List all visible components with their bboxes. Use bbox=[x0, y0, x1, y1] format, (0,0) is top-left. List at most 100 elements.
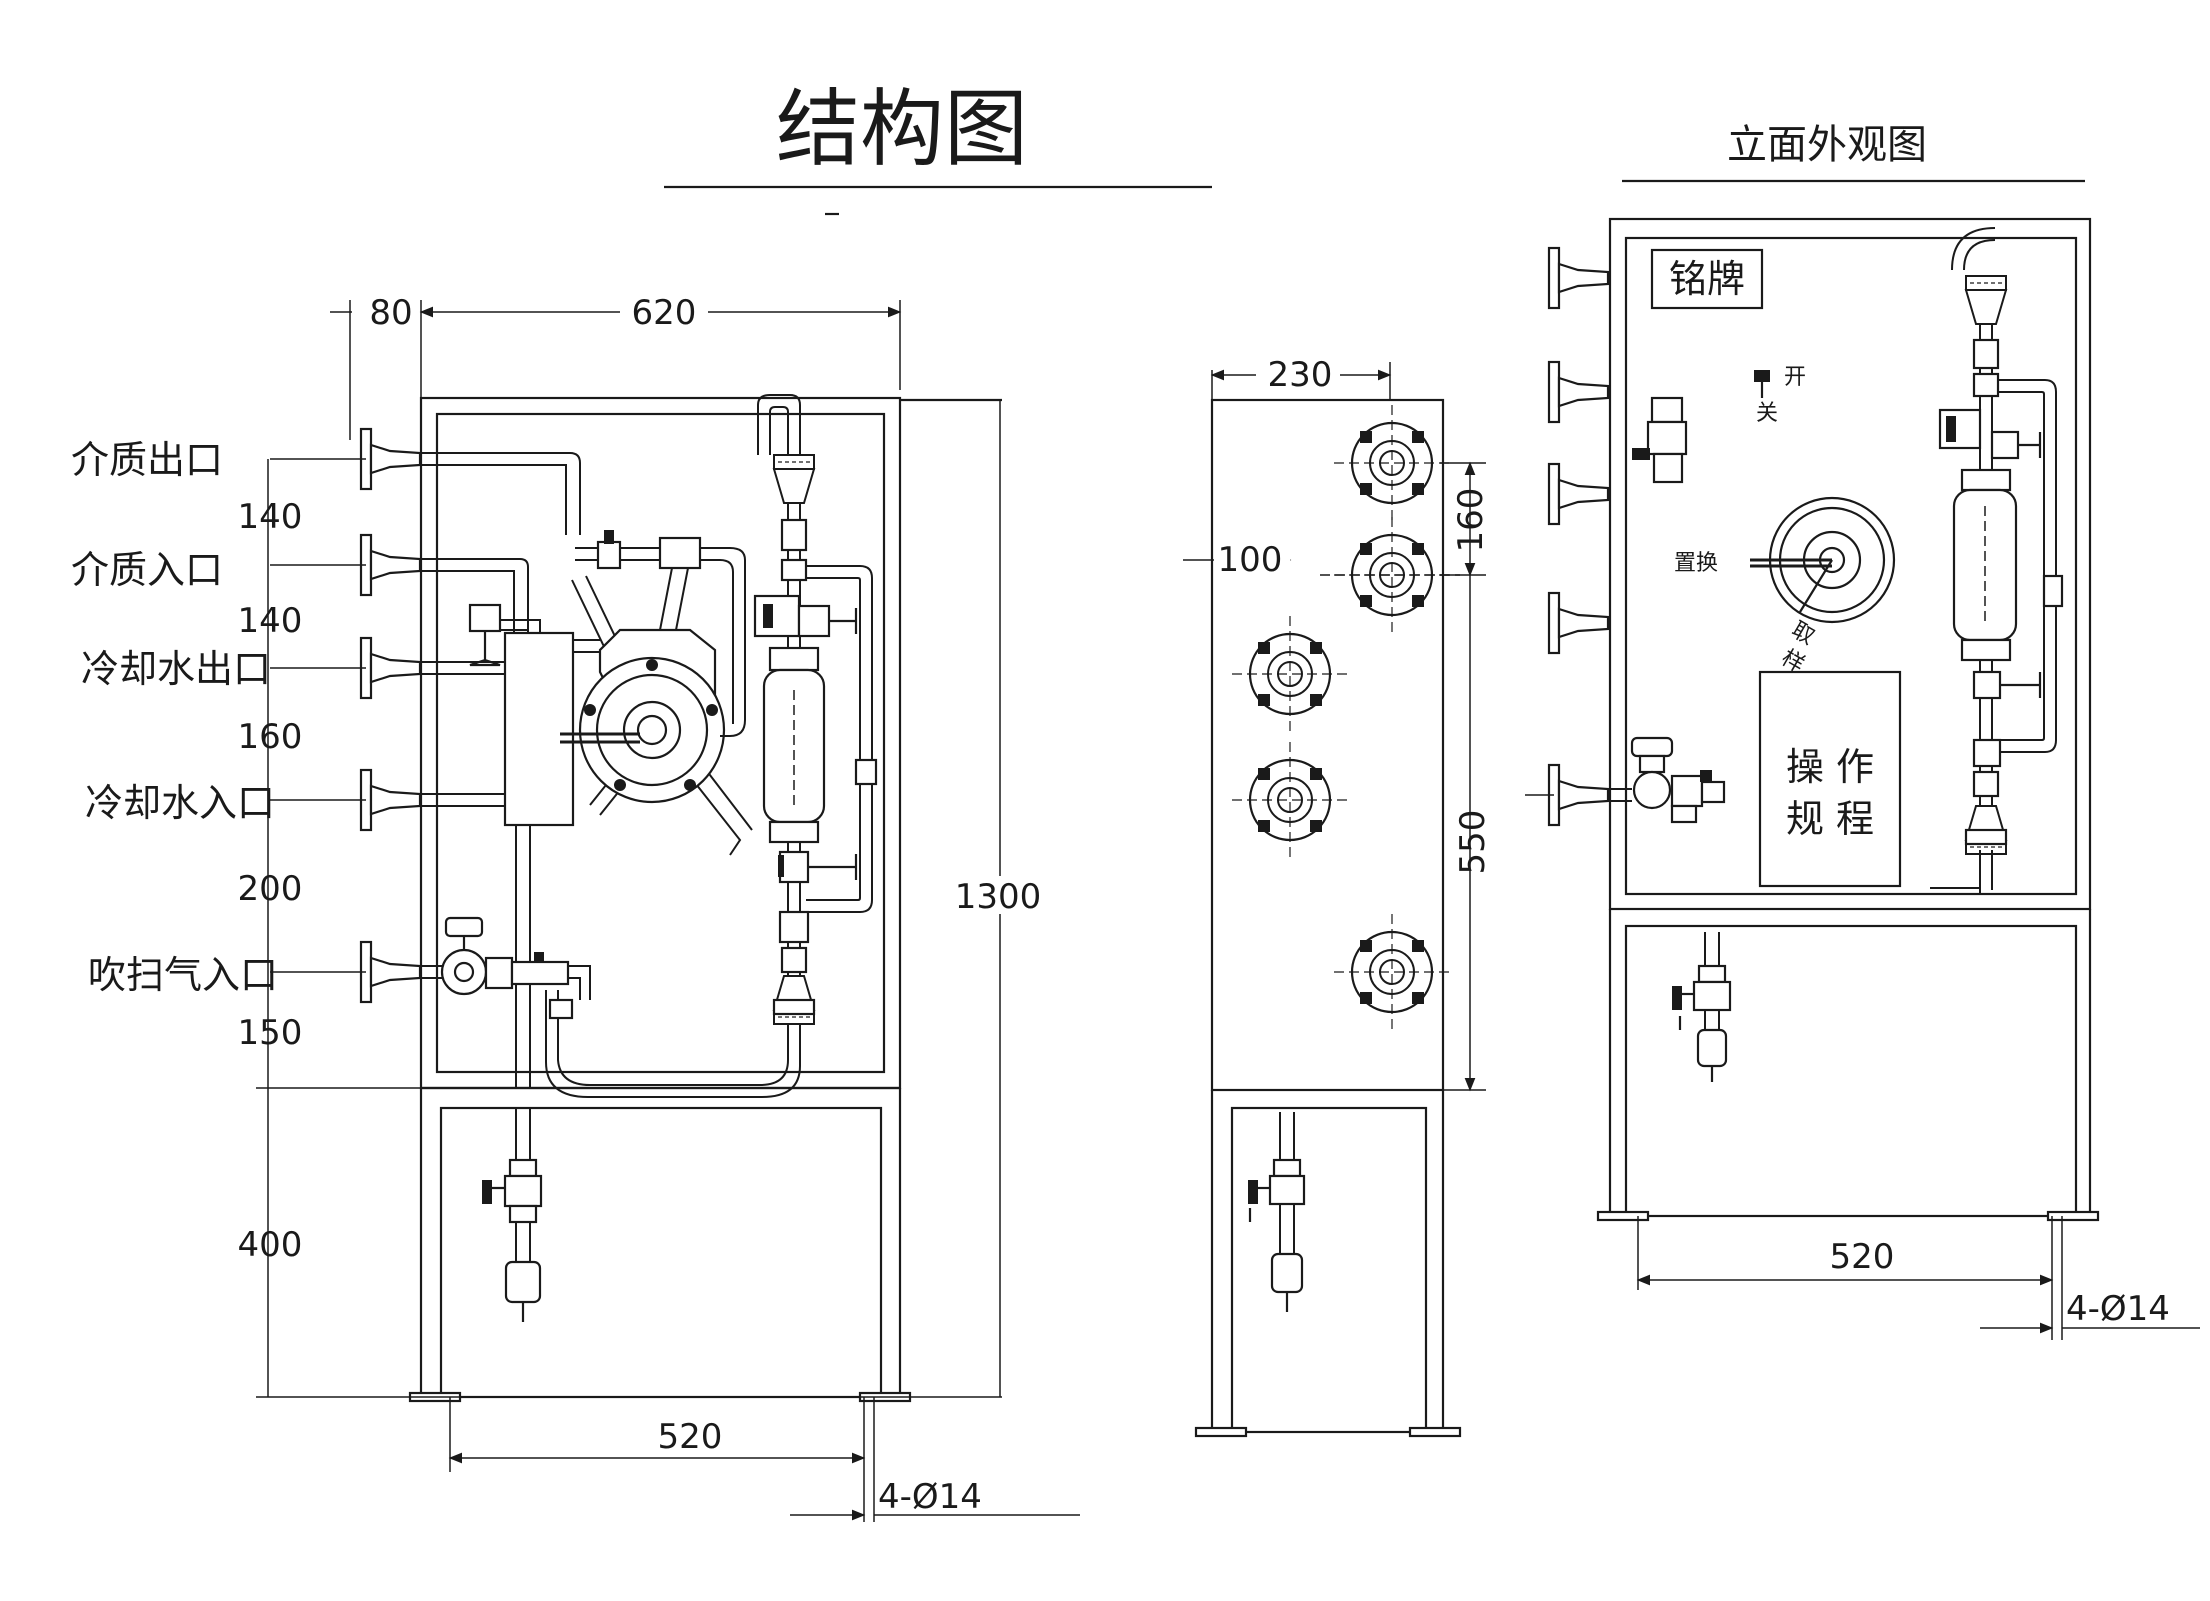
port-label-purge-in: 吹扫气入口 bbox=[88, 953, 278, 997]
switch-label-top: 开 bbox=[1784, 365, 1806, 390]
port-label-cooling-in: 冷却水入口 bbox=[85, 781, 275, 825]
elev-base-inner bbox=[1624, 924, 2078, 1218]
elev-flange-3 bbox=[1547, 462, 1610, 526]
dim-spacing-1: 140 bbox=[238, 497, 303, 537]
dim-front-bottom-width: 520 bbox=[658, 1417, 723, 1457]
dim-base-height: 400 bbox=[238, 1225, 303, 1265]
cooler-valve-stem bbox=[469, 631, 501, 667]
elev-flange-2 bbox=[1547, 360, 1610, 424]
side-flange-3 bbox=[1230, 614, 1350, 734]
elev-side-union bbox=[2042, 574, 2064, 608]
elev-foot-left bbox=[1596, 1210, 1650, 1222]
regulator-top bbox=[753, 594, 801, 638]
filter-top bbox=[773, 454, 815, 504]
elev-union-2 bbox=[1972, 372, 2000, 398]
port-label-medium-out: 介质出口 bbox=[71, 438, 223, 482]
elev-flange-4 bbox=[1547, 591, 1610, 655]
side-foot-left bbox=[1194, 1426, 1248, 1438]
dim-front-width: 620 bbox=[632, 293, 697, 333]
dim-elev-bottom-width: 520 bbox=[1830, 1237, 1895, 1277]
flange-cooling-out bbox=[359, 636, 422, 700]
elev-union-5 bbox=[1972, 770, 2000, 798]
front-base-inner bbox=[439, 1106, 883, 1399]
flange-medium-in bbox=[359, 533, 422, 597]
union-r5 bbox=[780, 946, 808, 974]
dim-spacing-2: 140 bbox=[238, 601, 303, 641]
elev-hole-spec: 4-Ø14 bbox=[2066, 1289, 2170, 1329]
union-r1 bbox=[780, 518, 808, 552]
union-r2 bbox=[780, 558, 808, 582]
elev-left-valve bbox=[1632, 396, 1688, 484]
elev-flange-5 bbox=[1547, 763, 1610, 827]
cooler-body bbox=[503, 631, 575, 827]
side-base-inner bbox=[1230, 1106, 1428, 1434]
side-base-drain bbox=[1270, 1252, 1304, 1294]
elev-filter-bottom-cap bbox=[1964, 828, 2008, 846]
nameplate-box bbox=[1650, 248, 1764, 310]
side-foot-right bbox=[1408, 1426, 1462, 1438]
procedure-panel bbox=[1758, 670, 1902, 888]
dim-front-offset: 80 bbox=[369, 293, 412, 333]
tee-r5 bbox=[778, 910, 810, 944]
side-flange-4 bbox=[1230, 740, 1350, 860]
elev-base-union bbox=[1697, 964, 1727, 984]
elev-base-drain bbox=[1696, 1028, 1728, 1068]
purge-regulator bbox=[440, 916, 591, 1020]
union-side bbox=[854, 758, 878, 786]
switch-icon bbox=[1754, 370, 1770, 398]
replace-label: 置换 bbox=[1674, 551, 1718, 576]
sample-label-top: 取 bbox=[1787, 618, 1819, 651]
front-cabinet-inner bbox=[435, 412, 886, 1074]
elev-union-3 bbox=[1960, 468, 2012, 492]
structure-title: 结构图 bbox=[776, 80, 1028, 178]
side-flange-1 bbox=[1332, 403, 1452, 523]
filter-bottom-cap bbox=[772, 998, 816, 1016]
dim-total-height: 1300 bbox=[955, 877, 1042, 917]
side-base-union bbox=[1272, 1158, 1302, 1178]
cooler-valve bbox=[468, 603, 502, 633]
elev-foot-right bbox=[2046, 1210, 2100, 1222]
elev-valve-2 bbox=[1972, 670, 2002, 700]
front-hole-spec: 4-Ø14 bbox=[878, 1477, 982, 1517]
flange-cooling-in bbox=[359, 768, 422, 832]
dim-spacing-5: 150 bbox=[238, 1013, 303, 1053]
procedure-line-2: 规 程 bbox=[1786, 797, 1874, 841]
elev-filter-top bbox=[1965, 275, 2007, 325]
base-union-top bbox=[508, 1158, 538, 1178]
base-union-mid bbox=[508, 1204, 538, 1224]
elev-sample-dial bbox=[1750, 496, 1896, 624]
valve-top-left bbox=[596, 540, 622, 570]
dim-spacing-3: 160 bbox=[238, 717, 303, 757]
flange-medium-out bbox=[359, 427, 422, 491]
dim-side-depth-value: 230 bbox=[1268, 355, 1333, 395]
sample-label-bottom: 样 bbox=[1777, 646, 1809, 679]
side-view: 230 100 160 550 bbox=[1183, 355, 1493, 1438]
elev-tee bbox=[1972, 738, 2002, 768]
sampling-wheel bbox=[560, 575, 753, 856]
tee-top bbox=[658, 536, 702, 570]
union-r3 bbox=[768, 646, 820, 672]
base-drain bbox=[504, 1260, 542, 1304]
elev-cabinet-inner bbox=[1624, 236, 2078, 896]
base-valve bbox=[503, 1174, 543, 1208]
valve-r2 bbox=[778, 850, 810, 884]
elevation-view: 铭牌 开 关 置换 取 样 操 作 规 程 bbox=[1525, 217, 2200, 1340]
dim-side-upper-value: 160 bbox=[1451, 488, 1491, 553]
elev-union-4 bbox=[1960, 638, 2012, 662]
procedure-line-1: 操 作 bbox=[1786, 745, 1874, 789]
elev-base-valve bbox=[1692, 980, 1732, 1012]
elev-purge-regulator bbox=[1630, 736, 1726, 824]
elev-valve-1 bbox=[1990, 430, 2020, 460]
switch-label-bottom: 关 bbox=[1756, 401, 1778, 426]
elev-cabinet-outer bbox=[1608, 217, 2092, 911]
dim-spacing-4: 200 bbox=[238, 869, 303, 909]
valve-r1 bbox=[797, 604, 831, 638]
flange-purge-in bbox=[359, 940, 422, 1004]
side-base-valve bbox=[1268, 1174, 1306, 1206]
elev-union-1 bbox=[1972, 338, 2000, 370]
elev-flange-1 bbox=[1547, 246, 1610, 310]
port-label-medium-in: 介质入口 bbox=[71, 548, 223, 592]
nameplate-label: 铭牌 bbox=[1669, 257, 1745, 301]
dim-side-lower-value: 550 bbox=[1453, 810, 1493, 875]
side-flange-5 bbox=[1332, 912, 1452, 1032]
